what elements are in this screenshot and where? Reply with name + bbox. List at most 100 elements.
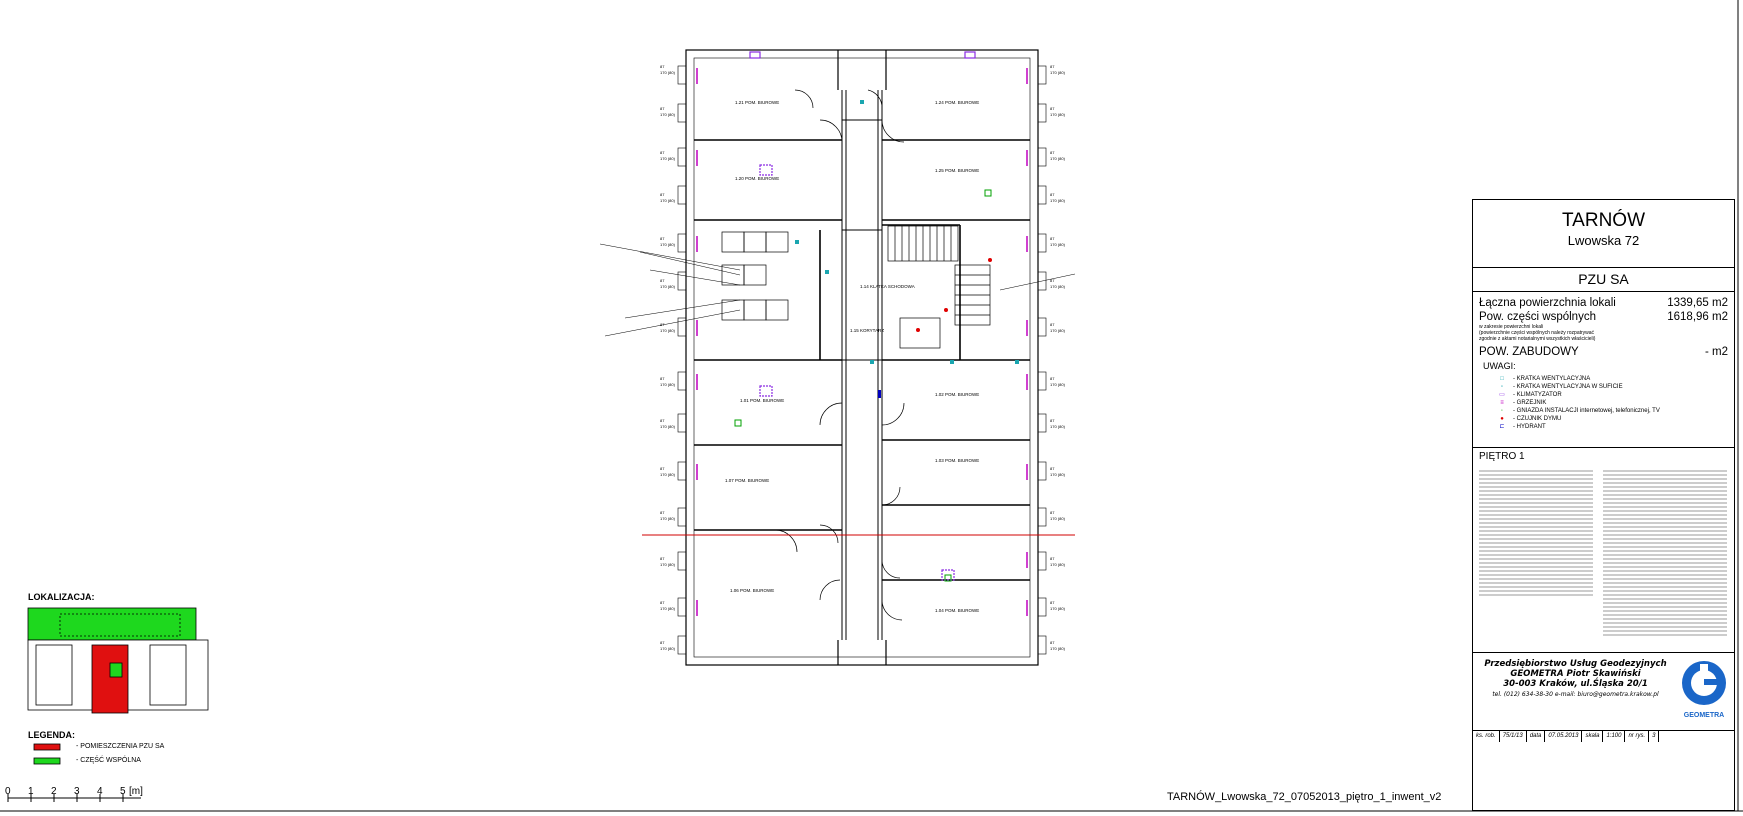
svg-text:170 (80): 170 (80) (660, 328, 676, 333)
ac-icon: ▭ (1499, 392, 1505, 398)
city-name: TARNÓW (1561, 210, 1646, 231)
svg-text:87: 87 (1050, 510, 1055, 515)
svg-text:170 (80): 170 (80) (660, 242, 676, 247)
svg-text:170 (80): 170 (80) (660, 284, 676, 289)
date-label: data (1527, 731, 1546, 742)
svg-text:170 (80): 170 (80) (1050, 198, 1066, 203)
scale-label: 3 (74, 786, 80, 797)
corridor-walls (841, 90, 883, 640)
legend-label: - CZUJNIK DYMU (1513, 416, 1562, 422)
hydrant-icon: ⊏ (1499, 424, 1505, 430)
svg-text:87: 87 (1050, 64, 1055, 69)
legend-item: □ - KRATKA WENTYLACYJNA (1473, 375, 1734, 383)
scale-value: 1:100 (1603, 731, 1626, 742)
svg-text:87: 87 (660, 418, 665, 423)
svg-text:170 (80): 170 (80) (660, 424, 676, 429)
scale-label: 2 (51, 786, 57, 797)
uwagi-label: UWAGI: (1483, 361, 1516, 371)
room-label: 1.07 POM. BIUROWE (725, 478, 769, 483)
radiator-icon: ≡ (1500, 400, 1504, 406)
meta-row: ks. rob. 75/1/13 data 07.05.2013 skala 1… (1473, 731, 1734, 742)
svg-text:87: 87 (660, 236, 665, 241)
svg-text:170 (80): 170 (80) (1050, 606, 1066, 611)
date-value: 07.05.2013 (1545, 731, 1583, 742)
windows-right (1037, 65, 1047, 655)
title-header: TARNÓW Lwowska 72 (1473, 210, 1734, 268)
svg-text:170 (80): 170 (80) (1050, 156, 1066, 161)
svg-text:87: 87 (660, 106, 665, 111)
svg-text:170 (80): 170 (80) (660, 112, 676, 117)
svg-text:170 (80): 170 (80) (660, 198, 676, 203)
sockets (734, 189, 992, 582)
svg-text:87: 87 (660, 556, 665, 561)
legend-label: - GRZEJNIK (1513, 400, 1547, 406)
legend-item: ▭ - KLIMATYZATOR (1473, 391, 1734, 399)
room-label: 1.14 KLATKA SCHODOWA (860, 284, 915, 289)
company-line: 30-003 Kraków, ul.Śląska 20/1 (1503, 679, 1648, 689)
windows-left (677, 65, 687, 655)
nr-value: 3 (1649, 731, 1660, 742)
svg-text:87: 87 (1050, 418, 1055, 423)
svg-text:87: 87 (1050, 466, 1055, 471)
svg-text:170 (80): 170 (80) (1050, 562, 1066, 567)
legend-item: ⊏ - HYDRANT (1473, 423, 1734, 431)
svg-text:170 (80): 170 (80) (660, 516, 676, 521)
svg-text:87: 87 (660, 600, 665, 605)
svg-text:170 (80): 170 (80) (660, 562, 676, 567)
stat-row: Łączna powierzchnia lokali 1339,65 m2 (1473, 296, 1734, 310)
ks-value: 75/1/13 (1500, 731, 1527, 742)
company-name: Przedsiębiorstwo Usług Geodezyjnych GEOM… (1473, 653, 1734, 700)
stat-row: Pow. części wspólnych 1618,96 m2 (1473, 310, 1734, 324)
legend-title: LEGENDA: (28, 730, 75, 740)
room-partitions (694, 139, 1030, 581)
building-outline (685, 49, 1039, 666)
room-label: 1.21 POM. BIUROWE (735, 100, 779, 105)
company-line: GEOMETRA Piotr Skawiński (1510, 669, 1641, 679)
stat-note: (powierzchnie części wspólnych należy ro… (1479, 330, 1595, 336)
legend-label: - KRATKA WENTYLACYJNA (1513, 376, 1591, 382)
svg-text:87: 87 (1050, 376, 1055, 381)
leader-lines (599, 243, 1076, 337)
company-line: Przedsiębiorstwo Usług Geodezyjnych (1484, 659, 1667, 669)
svg-text:170 (80): 170 (80) (1050, 242, 1066, 247)
legend-swatches (33, 743, 61, 765)
door-swings (774, 89, 905, 621)
room-label: 1.15 KORYTARZ (850, 328, 884, 333)
svg-text:87: 87 (1050, 640, 1055, 645)
room-label: 1.25 POM. BIUROWE (935, 168, 979, 173)
svg-text:87: 87 (1050, 192, 1055, 197)
svg-text:170 (80): 170 (80) (1050, 284, 1066, 289)
hydrants (878, 390, 881, 398)
stat-value: 1339,65 m2 (1667, 297, 1728, 309)
svg-text:87: 87 (660, 640, 665, 645)
scale-bar (7, 794, 141, 802)
svg-text:170 (80): 170 (80) (660, 70, 676, 75)
nr-label: nr rys. (1625, 731, 1650, 742)
stat-note: w zakresie powierzchni lokali (1479, 324, 1544, 330)
stat-value: 1618,96 m2 (1667, 311, 1728, 323)
svg-text:87: 87 (660, 376, 665, 381)
vent-icon: □ (1500, 376, 1504, 382)
room-label: 1.24 POM. BIUROWE (935, 100, 979, 105)
smoke-detectors (916, 258, 992, 332)
svg-text:170 (80): 170 (80) (660, 156, 676, 161)
svg-text:87: 87 (1050, 322, 1055, 327)
title-block: TARNÓW Lwowska 72 PZU SA Łączna powierzc… (1472, 199, 1735, 811)
smoke-detector-icon: ● (1500, 416, 1504, 422)
svg-text:170 (80): 170 (80) (660, 382, 676, 387)
legend-item: ▫ - KRATKA WENTYLACYJNA W SUFICIE (1473, 383, 1734, 391)
svg-text:170 (80): 170 (80) (1050, 424, 1066, 429)
svg-text:87: 87 (1050, 150, 1055, 155)
legend-item: ● - CZUJNIK DYMU (1473, 415, 1734, 423)
stat-label: Łączna powierzchnia lokali (1479, 297, 1616, 309)
vents (795, 100, 1019, 364)
legend-item: ≡ - GRZEJNIK (1473, 399, 1734, 407)
room-table: PIĘTRO 1 (1473, 448, 1734, 653)
socket-icon: ◦ (1500, 408, 1504, 414)
svg-text:87: 87 (1050, 106, 1055, 111)
ks-label: ks. rob. (1473, 731, 1500, 742)
legend-label: - GNIAZDA INSTALACJI internetowej, telef… (1513, 408, 1660, 414)
room-label: 1.20 POM. BIUROWE (735, 176, 779, 181)
